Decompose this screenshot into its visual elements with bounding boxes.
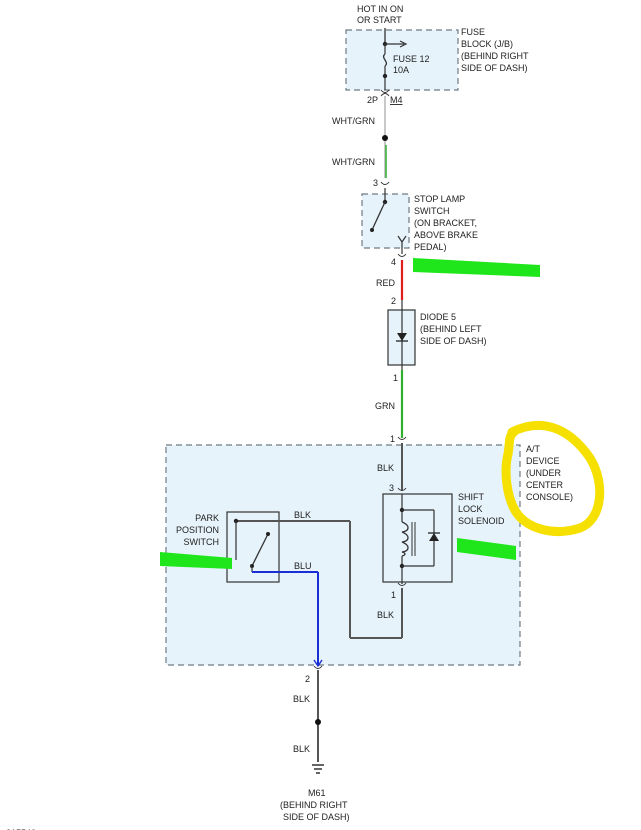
at-connector-top-icon <box>397 436 407 440</box>
ground-location-1: (BEHIND RIGHT <box>280 800 348 810</box>
highlight-marker-park-switch <box>160 552 232 569</box>
wire-label-red: RED <box>376 278 396 288</box>
stop-switch-label-3: (ON BRACKET, <box>414 218 477 228</box>
wire-label-wht-grn-2: WHT/GRN <box>332 157 375 167</box>
solenoid-diode-icon <box>429 533 439 541</box>
park-switch-blade-icon <box>251 533 269 567</box>
ground-name: M61 <box>308 788 326 798</box>
wire-label-blk-solenoid: BLK <box>377 610 394 620</box>
at-device-box <box>165 444 521 666</box>
park-switch-label-3: SWITCH <box>184 537 220 547</box>
diode-pin-1: 1 <box>393 373 398 383</box>
stop-switch-label-1: STOP LAMP <box>414 194 465 204</box>
solenoid-pin-1: 1 <box>391 590 396 600</box>
at-device-label-1: A/T <box>526 444 541 454</box>
ground-location-2: SIDE OF DASH) <box>283 812 350 822</box>
wire-label-blk-ground-2: BLK <box>293 744 310 754</box>
fuse-location-1: FUSE <box>461 27 485 37</box>
blu-wire-arrow-icon <box>313 659 323 668</box>
diode-icon <box>397 333 407 341</box>
at-device-label-5: CONSOLE) <box>526 492 573 502</box>
wire-label-blu: BLU <box>294 561 312 571</box>
fuse-connector-pin: 2P <box>367 95 378 105</box>
wire-label-blk-park: BLK <box>294 510 311 520</box>
solenoid-label-2: LOCK <box>458 504 483 514</box>
diode-label-1: DIODE 5 <box>420 312 456 322</box>
stop-switch-pin-3: 3 <box>373 178 378 188</box>
at-device-label-2: DEVICE <box>526 456 560 466</box>
solenoid-connector-bottom-icon <box>397 582 407 586</box>
stop-switch-label-4: ABOVE BRAKE <box>414 230 478 240</box>
ground-splice-dot <box>315 719 321 725</box>
fuse-name: FUSE 12 <box>393 54 430 64</box>
annotation-circle <box>501 420 605 536</box>
stop-switch-label-2: SWITCH <box>414 206 450 216</box>
at-device-pin-1: 1 <box>390 434 395 444</box>
solenoid-pin-3: 3 <box>389 483 394 493</box>
solenoid-label-3: SOLENOID <box>458 516 505 526</box>
power-source-label-2: OR START <box>357 15 402 25</box>
fuse-location-3: (BEHIND RIGHT <box>461 51 529 61</box>
wire-label-grn: GRN <box>375 401 395 411</box>
highlight-marker-solenoid <box>457 538 516 560</box>
wire-label-blk-top: BLK <box>377 463 394 473</box>
connector-m4-icon <box>380 89 390 93</box>
fuse-bus-arrow-icon <box>399 40 408 48</box>
solenoid-coil-icon <box>401 521 409 557</box>
park-switch-label-2: POSITION <box>176 525 219 535</box>
power-source-label-1: HOT IN ON <box>357 4 403 14</box>
fuse-location-4: SIDE OF DASH) <box>461 63 528 73</box>
splice-dot <box>382 135 388 141</box>
at-device-pin-2: 2 <box>305 674 310 684</box>
connector-m4-mate-icon <box>380 93 390 97</box>
fuse-connector-id: M4 <box>390 95 403 105</box>
fuse-lower-dot <box>382 73 388 79</box>
wire-label-wht-grn-1: WHT/GRN <box>332 116 375 126</box>
diode-label-3: SIDE OF DASH) <box>420 336 487 346</box>
stop-switch-blade-icon <box>371 201 386 231</box>
fuse-location-2: BLOCK (J/B) <box>461 39 513 49</box>
park-switch-label-1: PARK <box>195 513 219 523</box>
fuse-element-icon <box>382 53 388 67</box>
stop-switch-pin-4: 4 <box>391 257 396 267</box>
highlight-marker-stop-switch <box>413 258 540 277</box>
stop-switch-pivot <box>370 228 374 232</box>
solenoid-label-1: SHIFT <box>458 492 485 502</box>
at-device-label-3: (UNDER <box>526 468 561 478</box>
figure-id: 215540 <box>6 828 36 830</box>
at-connector-bottom-icon <box>313 665 323 669</box>
fuse-block-box <box>345 29 459 91</box>
stop-switch-connector-top-icon <box>380 181 390 185</box>
park-switch-contact <box>266 532 270 536</box>
solenoid-connector-top-icon <box>397 487 407 491</box>
stop-switch-connector-bottom-icon <box>397 253 407 257</box>
solenoid-coil-gap <box>398 522 406 556</box>
diode-label-2: (BEHIND LEFT <box>420 324 482 334</box>
at-device-label-4: CENTER <box>526 480 564 490</box>
fuse-rating: 10A <box>393 65 409 75</box>
wire-label-blk-ground-1: BLK <box>293 694 310 704</box>
diode-pin-2: 2 <box>391 296 396 306</box>
shift-lock-solenoid-box <box>382 493 453 583</box>
stop-switch-label-5: PEDAL) <box>414 242 447 252</box>
